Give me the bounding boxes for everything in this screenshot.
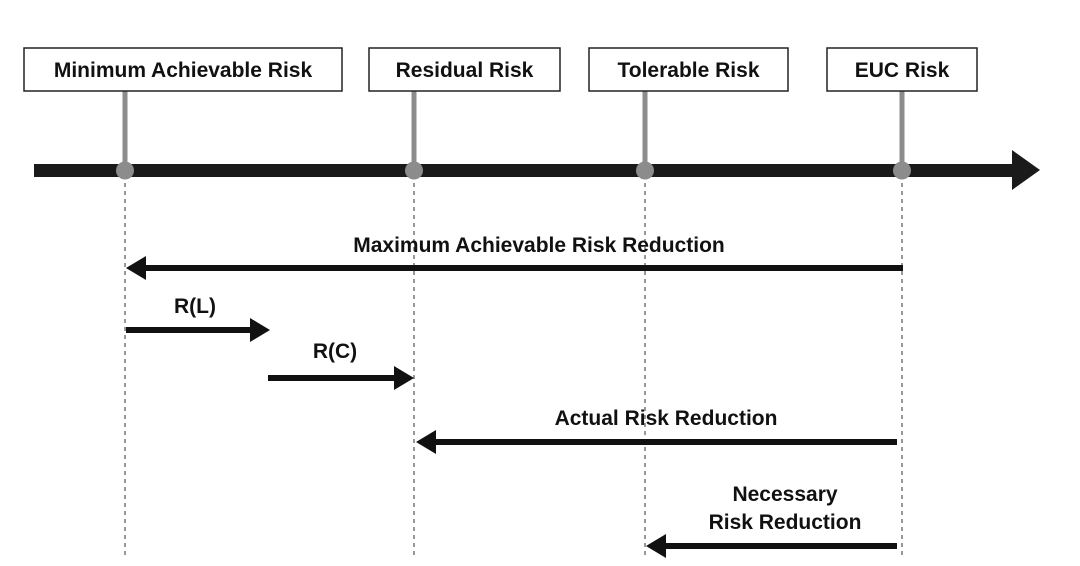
marker-box-residual-risk: Residual Risk xyxy=(368,47,561,92)
stem-minimum-achievable-risk xyxy=(122,91,128,170)
arrow-r-l: R(L) xyxy=(126,295,270,342)
label-r-c: R(C) xyxy=(313,340,357,363)
marker-dots xyxy=(116,161,911,180)
risk-axis xyxy=(34,150,1040,190)
label-residual-risk: Residual Risk xyxy=(396,59,534,82)
arrow-necessary-risk-reduction: Necessary Risk Reduction xyxy=(646,483,897,558)
label-necessary-line2: Risk Reduction xyxy=(709,511,862,534)
label-minimum-achievable-risk: Minimum Achievable Risk xyxy=(54,59,313,82)
label-r-l: R(L) xyxy=(174,295,216,318)
marker-box-euc-risk: EUC Risk xyxy=(826,47,978,92)
arrowhead-r-l xyxy=(250,318,270,342)
label-maximum-achievable-risk-reduction: Maximum Achievable Risk Reduction xyxy=(353,234,725,257)
arrowhead-actual xyxy=(416,430,436,454)
marker-stems xyxy=(122,91,905,170)
label-tolerable-risk: Tolerable Risk xyxy=(618,59,760,82)
arrow-actual-risk-reduction: Actual Risk Reduction xyxy=(416,407,897,454)
marker-box-tolerable-risk: Tolerable Risk xyxy=(588,47,789,92)
dot-residual-risk xyxy=(405,161,423,180)
label-actual-risk-reduction: Actual Risk Reduction xyxy=(555,407,778,430)
arrowhead-r-c xyxy=(394,366,414,390)
arrow-shaft-necessary xyxy=(662,543,897,549)
arrow-shaft-r-c xyxy=(268,375,398,381)
marker-box-minimum-achievable-risk: Minimum Achievable Risk xyxy=(23,47,343,92)
stem-tolerable-risk xyxy=(642,91,648,170)
arrow-shaft-maximum xyxy=(142,265,903,271)
label-euc-risk: EUC Risk xyxy=(855,59,950,82)
dot-minimum-achievable-risk xyxy=(116,161,134,180)
dot-tolerable-risk xyxy=(636,161,654,180)
arrow-maximum-achievable-risk-reduction: Maximum Achievable Risk Reduction xyxy=(126,234,903,280)
arrowhead-maximum xyxy=(126,256,146,280)
label-necessary-line1: Necessary xyxy=(732,483,837,506)
stem-euc-risk xyxy=(899,91,905,170)
arrow-r-c: R(C) xyxy=(268,340,414,390)
arrow-shaft-r-l xyxy=(126,327,254,333)
arrowhead-necessary xyxy=(646,534,666,558)
risk-axis-line xyxy=(34,164,1018,177)
risk-axis-arrowhead xyxy=(1012,150,1040,190)
arrow-shaft-actual xyxy=(432,439,897,445)
dot-euc-risk xyxy=(893,161,911,180)
stem-residual-risk xyxy=(411,91,417,170)
